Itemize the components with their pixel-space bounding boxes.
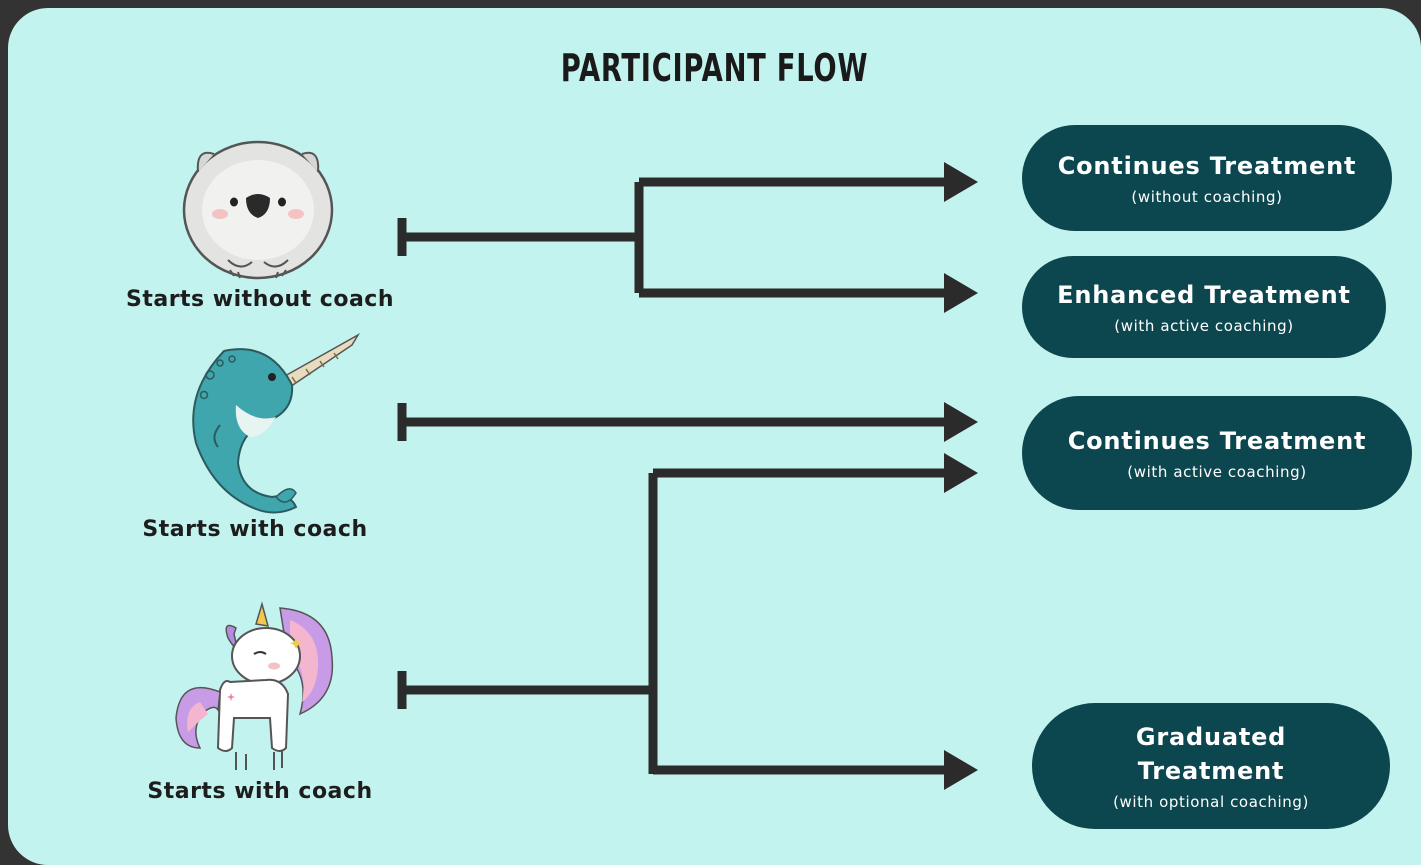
start-label-with-coach-narwhal: Starts with coach <box>142 517 368 542</box>
arrowhead-icon <box>944 402 978 442</box>
outcome-graduated-treatment: Graduated Treatment (with optional coach… <box>1032 703 1390 829</box>
arrowhead-icon <box>944 162 978 202</box>
narwhal-icon <box>192 333 360 514</box>
outcome-title: Graduated Treatment <box>1135 723 1287 785</box>
page-title: PARTICIPANT FLOW <box>560 46 869 90</box>
outcome-subtitle: (with optional coaching) <box>1113 792 1309 811</box>
start-label-with-coach-unicorn: Starts with coach <box>147 779 373 804</box>
outcome-title: Enhanced Treatment <box>1057 281 1351 310</box>
outcome-enhanced-treatment: Enhanced Treatment (with active coaching… <box>1022 256 1386 358</box>
outcome-continues-treatment-active-coaching: Continues Treatment (with active coachin… <box>1022 396 1412 510</box>
arrowhead-icon <box>944 750 978 790</box>
outcome-subtitle: (with active coaching) <box>1127 462 1307 481</box>
wombat-icon <box>182 140 334 280</box>
outcome-subtitle: (with active coaching) <box>1114 316 1294 335</box>
outcome-subtitle: (without coaching) <box>1131 187 1283 206</box>
outcome-title: Continues Treatment <box>1067 427 1367 456</box>
arrowhead-icon <box>944 273 978 313</box>
start-label-without-coach: Starts without coach <box>125 287 395 312</box>
outcome-title: Continues Treatment <box>1057 152 1357 181</box>
arrowhead-icon <box>944 453 978 493</box>
unicorn-icon <box>175 601 334 770</box>
outcome-continues-treatment-without-coaching: Continues Treatment (without coaching) <box>1022 125 1392 231</box>
